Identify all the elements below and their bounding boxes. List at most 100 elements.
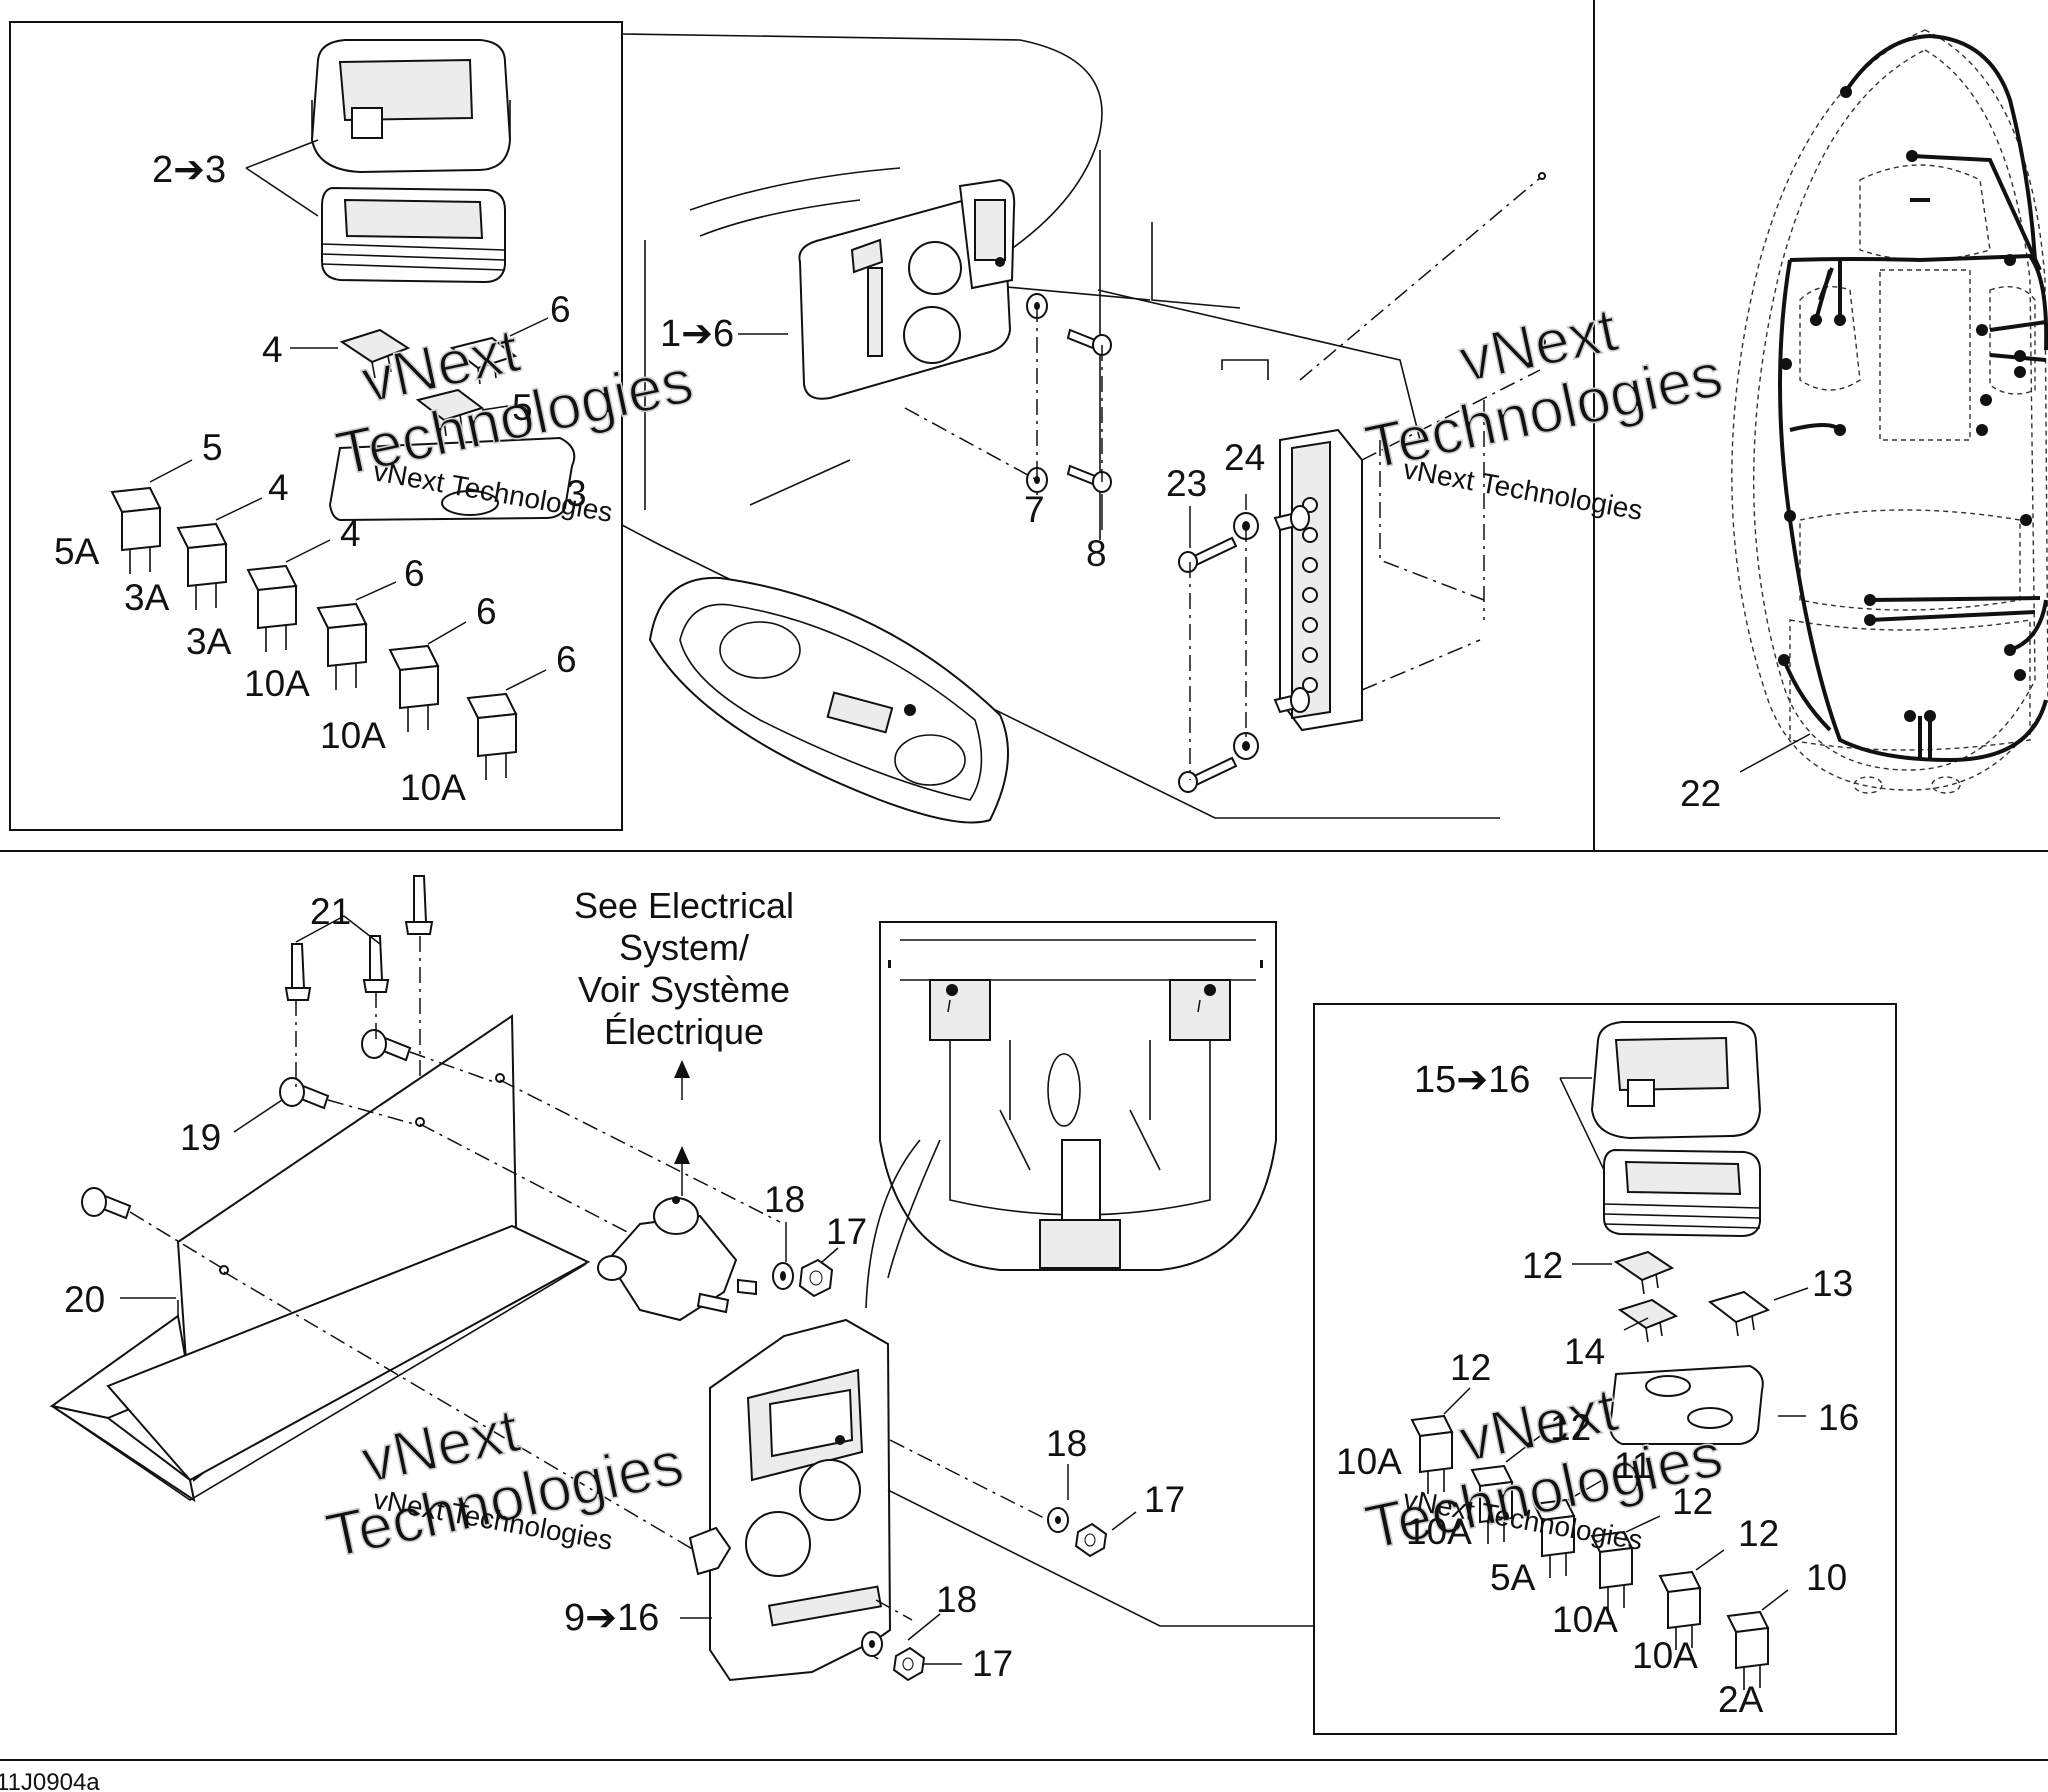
rating-3a-1: 3A — [124, 577, 170, 618]
callout-12e: 12 — [1738, 1513, 1779, 1554]
fuse-box-gasket — [321, 186, 506, 284]
fuse-box-bracket-3 — [328, 436, 576, 522]
callout-12a: 12 — [1522, 1245, 1563, 1286]
rating-b-2a: 2A — [1718, 1679, 1764, 1720]
note-line2: System/ — [619, 927, 749, 968]
terminal-block-24 — [1279, 428, 1363, 732]
figure-id: 11J0904a — [0, 1769, 100, 1792]
callout-5b: 5 — [202, 427, 223, 468]
bolt-24a — [1273, 505, 1310, 532]
callout-23: 23 — [1166, 463, 1207, 504]
callout-8: 8 — [1086, 533, 1107, 574]
callout-18c: 18 — [936, 1579, 977, 1620]
rating-b-10a-4: 10A — [1632, 1635, 1698, 1676]
callout-15-16: 15➔16 — [1414, 1059, 1530, 1101]
bolt-19b — [279, 1077, 330, 1110]
screw-8a — [1066, 328, 1112, 356]
fuse-item-3a-1 — [176, 522, 228, 610]
rivet-21a — [404, 875, 434, 935]
fuse-box-gasket-2 — [1603, 1148, 1761, 1238]
harness-connectors — [1778, 86, 2032, 722]
hull-cross-section — [879, 921, 1277, 1271]
callout-17a: 17 — [826, 1211, 867, 1252]
fuse-box-detail-frame-top — [9, 21, 623, 831]
wiring-harness-22 — [1778, 33, 2048, 763]
washer-18c — [861, 1631, 883, 1657]
note-line1: See Electrical — [574, 885, 794, 926]
callout-13: 13 — [1812, 1263, 1853, 1304]
fuse-box-assembly-top — [798, 178, 1016, 400]
fuse-box-assembly-bottom — [688, 1318, 892, 1682]
rating-b-10a-2: 10A — [1406, 1511, 1472, 1552]
callout-12d: 12 — [1672, 1481, 1713, 1522]
washer-18a — [772, 1262, 794, 1290]
callout-22: 22 — [1680, 773, 1721, 814]
callout-4a: 4 — [262, 329, 283, 370]
fuse-item-10a-3 — [466, 692, 518, 780]
callout-14: 14 — [1564, 1331, 1605, 1372]
callout-19: 19 — [180, 1117, 221, 1158]
callout-21: 21 — [310, 891, 351, 932]
callout-3a: 3 — [566, 473, 587, 514]
detail-connector-line — [621, 33, 1103, 251]
fuse-item-b-10a-4 — [1658, 1570, 1702, 1650]
fuse-item-4-loose — [339, 328, 411, 379]
callout-10: 10 — [1806, 1557, 1847, 1598]
callout-18b: 18 — [1046, 1423, 1087, 1464]
callout-12b: 12 — [1450, 1347, 1491, 1388]
rating-5a: 5A — [54, 531, 100, 572]
fuse-box-cover — [310, 39, 512, 174]
mounting-panel-20 — [49, 1014, 591, 1503]
bolt-19c — [81, 1187, 132, 1220]
callout-24: 24 — [1224, 437, 1265, 478]
callout-6d: 6 — [556, 639, 577, 680]
rivet-21c — [362, 935, 390, 993]
watermark-small-tr: vNext Technologies — [1401, 453, 1645, 526]
fuse-box-detail-frame-bottom — [1313, 1003, 1897, 1735]
rating-10a-2: 10A — [320, 715, 386, 756]
fuse-item-b-10a-3 — [1590, 1530, 1634, 1610]
fuse-item-b-10a-1 — [1410, 1414, 1454, 1494]
rating-10a-3: 10A — [400, 767, 466, 808]
fuse-item-b-5a — [1532, 1498, 1576, 1578]
callout-6b: 6 — [404, 553, 425, 594]
fuse-item-12-loose — [1613, 1250, 1675, 1295]
note-line3: Voir Système — [578, 969, 790, 1010]
fuse-item-14-loose — [1617, 1298, 1679, 1343]
watermark-top-right: vNext Technologies — [1359, 294, 1729, 483]
fuse-box-cover-2 — [1590, 1021, 1762, 1140]
rating-b-10a-3: 10A — [1552, 1599, 1618, 1640]
callout-4c: 4 — [340, 513, 361, 554]
fuse-item-6-loose — [449, 336, 518, 385]
hull-top-view-small — [648, 576, 1009, 824]
callout-17c: 17 — [972, 1643, 1013, 1684]
nut-17b — [1074, 1522, 1108, 1558]
callout-1-6: 1➔6 — [660, 313, 734, 355]
callout-12c: 12 — [1550, 1407, 1591, 1448]
rating-10a-1: 10A — [244, 663, 310, 704]
washer-18b — [1047, 1507, 1069, 1533]
callout-6c: 6 — [476, 591, 497, 632]
rivet-21b — [284, 943, 312, 1001]
fuse-item-10a-2 — [388, 644, 440, 732]
callout-17b: 17 — [1144, 1479, 1185, 1520]
callout-9-16: 9➔16 — [564, 1597, 659, 1639]
callout-4b: 4 — [268, 467, 289, 508]
nut-17a — [798, 1258, 834, 1298]
callout-20: 20 — [64, 1279, 105, 1320]
watermark-bottom-left: vNext Technologies — [320, 1395, 690, 1572]
starter-solenoid — [597, 1196, 757, 1322]
fuse-item-b-2a — [1726, 1610, 1770, 1690]
callout-5a: 5 — [512, 387, 533, 428]
washer-7b — [1026, 467, 1048, 493]
screw-8b — [1066, 464, 1112, 493]
see-electrical-note: See Electrical System/ Voir Système Élec… — [574, 885, 794, 1052]
callout-6a: 6 — [550, 289, 571, 330]
fuse-item-3a-2 — [246, 564, 298, 652]
fuse-item-10a-1 — [316, 602, 368, 690]
callout-16: 16 — [1818, 1397, 1859, 1438]
fuse-item-5-loose — [415, 388, 485, 437]
callout-7: 7 — [1024, 489, 1045, 530]
bolt-24b — [1273, 687, 1310, 714]
